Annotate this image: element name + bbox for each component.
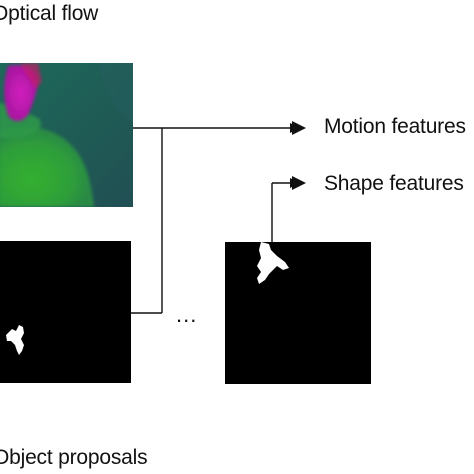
mask-blob-first <box>6 325 24 355</box>
object-proposal-mask-first <box>0 241 131 383</box>
optical-flow-title: Optical flow <box>0 2 99 25</box>
object-proposal-mask-last <box>225 242 371 384</box>
motion-arrowhead-icon <box>292 121 306 135</box>
optical-flow-image <box>0 63 133 207</box>
object-proposals-title: Object proposals <box>0 446 148 469</box>
shape-arrowhead-icon <box>292 176 306 190</box>
ellipsis-separator: ... <box>176 302 198 327</box>
motion-features-label: Motion features <box>324 115 466 138</box>
optical-flow-visualization <box>0 63 133 207</box>
shape-features-label: Shape features <box>324 172 464 195</box>
mask-blob-last <box>257 242 289 284</box>
